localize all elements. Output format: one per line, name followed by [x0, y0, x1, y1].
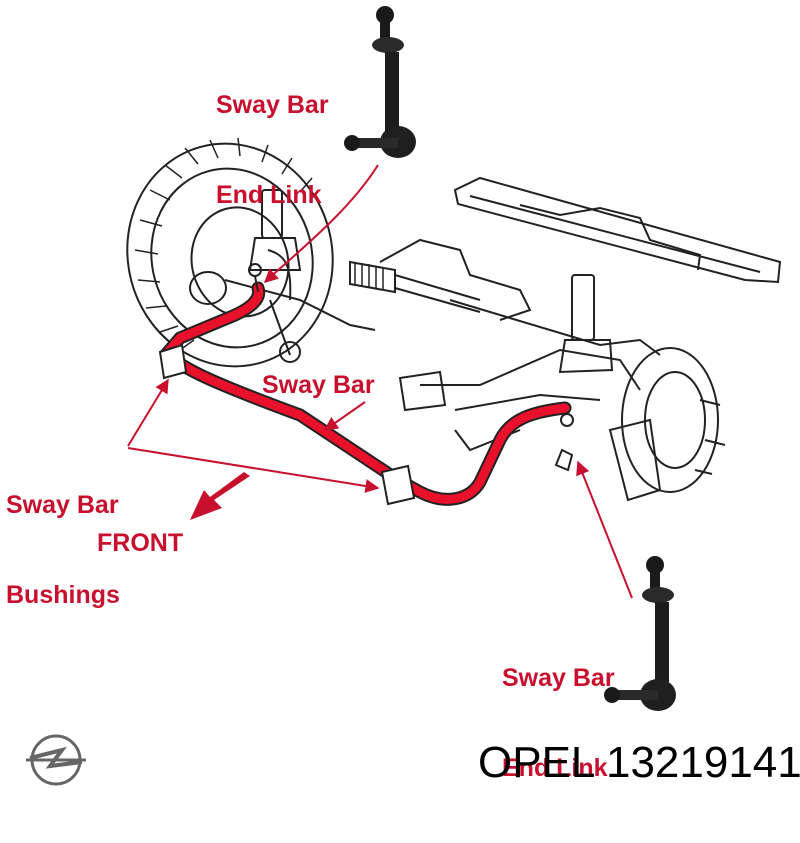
callout-arrows — [127, 164, 633, 599]
arrow-end-link-top — [263, 164, 379, 283]
suspension-illustration — [126, 6, 782, 711]
label-front: FRONT — [97, 529, 184, 557]
arrow-sway-bar — [323, 401, 366, 431]
right-brake-assembly — [608, 347, 726, 502]
front-arrow-icon — [190, 472, 250, 520]
end-link-drawing-left — [248, 263, 262, 293]
label-end-link-top-line2: End Link — [216, 181, 322, 209]
label-end-link-top-line1: Sway Bar — [216, 91, 329, 119]
label-end-link-bottom-line1: Sway Bar — [502, 664, 615, 692]
suspension-diagram: Sway Bar End Link Sway Bar Sway Bar Bush… — [6, 6, 800, 787]
label-bushings-line1: Sway Bar — [6, 491, 119, 519]
label-end-link-bottom-line2: End Link — [502, 754, 608, 782]
end-link-drawing-right — [554, 413, 574, 472]
end-link-photo-bottom — [604, 556, 676, 711]
arrow-bushing-right — [127, 447, 380, 493]
label-end-link-top: Sway Bar End Link — [216, 30, 329, 270]
label-bushings: Sway Bar Bushings — [6, 430, 120, 670]
left-wheel — [126, 137, 334, 368]
frame-rails — [379, 176, 782, 356]
sway-bar — [160, 281, 572, 506]
label-end-link-bottom: Sway Bar End Link — [502, 603, 615, 843]
sway-bar-bushings — [158, 343, 416, 506]
arrow-end-link-bottom — [576, 460, 633, 599]
label-sway-bar: Sway Bar — [262, 371, 375, 399]
arrow-bushing-left — [127, 378, 169, 447]
end-link-photo-top — [344, 6, 416, 158]
opel-logo-icon — [26, 734, 86, 786]
label-bushings-line2: Bushings — [6, 581, 120, 609]
part-number: OPEL 13219141 — [478, 738, 800, 787]
steering-rack — [349, 260, 481, 313]
